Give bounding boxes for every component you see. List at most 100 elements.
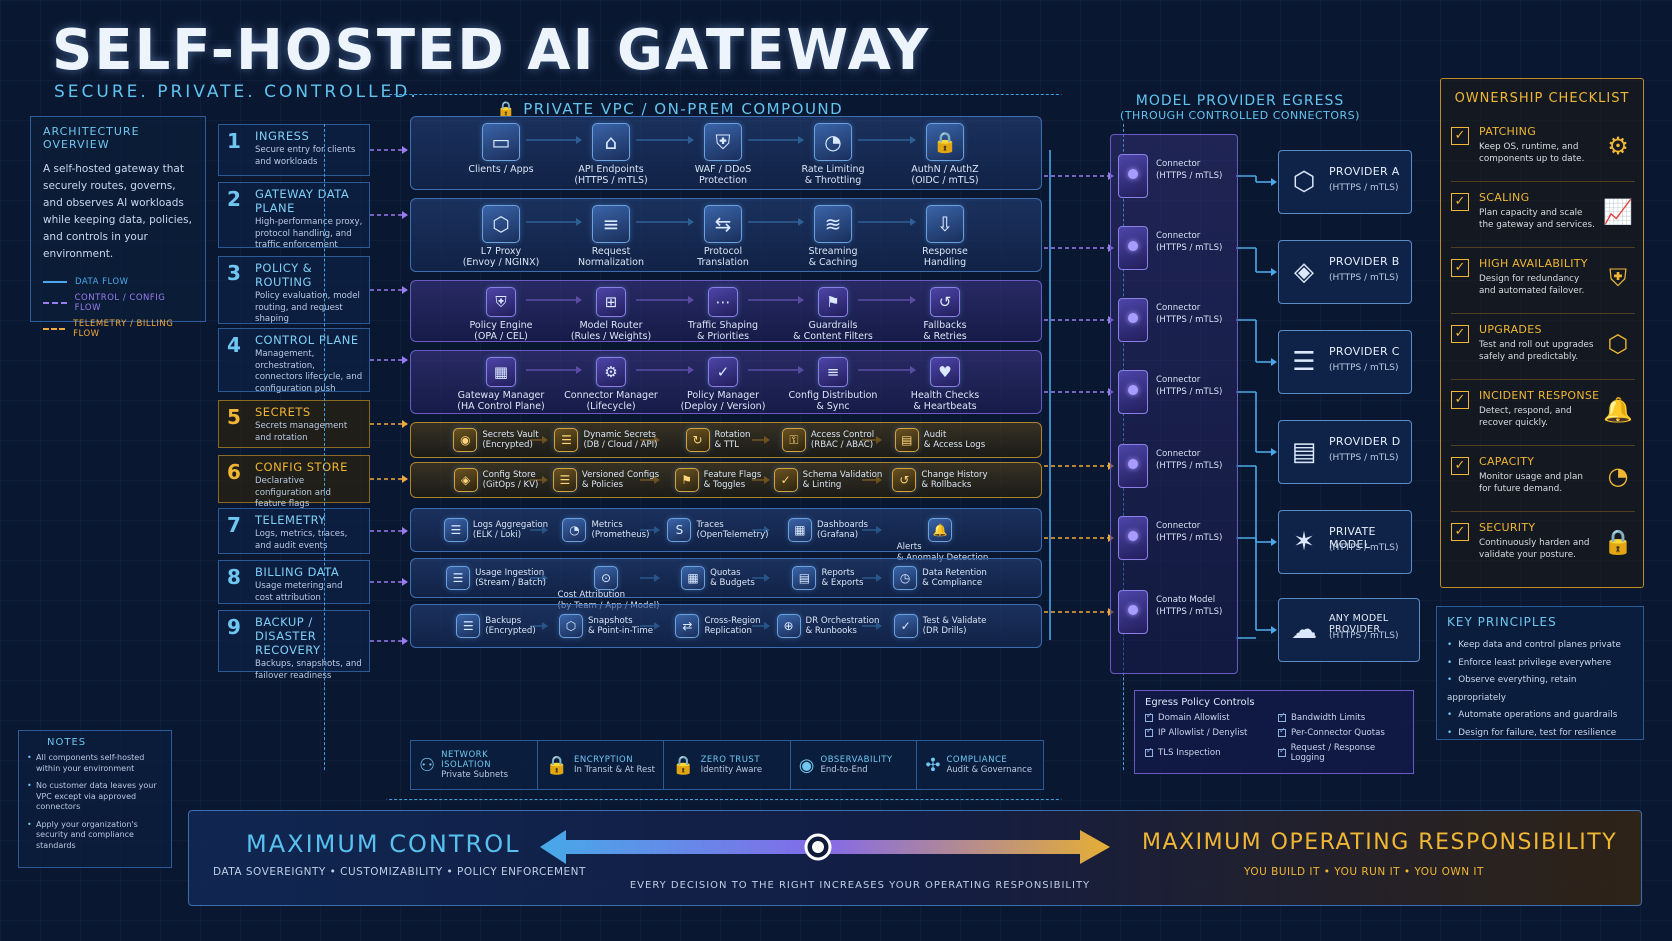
component-label-line2: (Lifecycle): [586, 401, 636, 412]
provider-card[interactable]: ▤PROVIDER D(HTTPS / mTLS): [1278, 420, 1412, 484]
component-label-line2: (Grafana): [816, 530, 859, 540]
checklist-item-description: Continuously harden and validate your po…: [1479, 538, 1590, 560]
component-label-line1: Schema Validation: [802, 469, 883, 480]
provider-card[interactable]: ☰PROVIDER C(HTTPS / mTLS): [1278, 330, 1412, 394]
component-label: Dynamic Secrets(DB / Cloud / API): [583, 430, 657, 451]
component-label-line1: Guardrails: [808, 320, 858, 331]
component-icon: ⚑: [674, 468, 699, 492]
banner-left-subtitle: DATA SOVEREIGNTY • CUSTOMIZABILITY • POL…: [213, 866, 586, 878]
component-icon: ✓: [708, 357, 738, 387]
checklist-item-icon: ⬡: [1607, 330, 1629, 358]
component-label-line1: Versioned Configs: [581, 469, 660, 480]
component-label-line2: & Policies: [581, 480, 624, 490]
banner-caption: EVERY DECISION TO THE RIGHT INCREASES YO…: [629, 880, 1091, 891]
provider-card[interactable]: ◈PROVIDER B(HTTPS / mTLS): [1278, 240, 1412, 304]
provider-protocol: (HTTPS / mTLS): [1329, 631, 1399, 641]
layer-link-arrowhead: [402, 637, 408, 645]
component-label-line1: Reports: [821, 567, 855, 578]
component-icon: ≋: [814, 205, 852, 243]
connector-label: Connector(HTTPS / mTLS): [1156, 448, 1222, 472]
component-label-line2: (DR Drills): [922, 626, 967, 636]
provider-card[interactable]: ⬡PROVIDER A(HTTPS / mTLS): [1278, 150, 1412, 214]
layer-row-7: ☰Logs Aggregation(ELK / Loki)◔Metrics(Pr…: [410, 508, 1042, 563]
component-label-line2: Normalization: [577, 257, 645, 268]
checklist-item-title: HIGH AVAILABILITY: [1479, 257, 1588, 270]
component-label: Feature Flags& Toggles: [704, 470, 762, 491]
overview-title: ARCHITECTURE OVERVIEW: [43, 125, 140, 151]
legend-item: DATA FLOW: [43, 277, 193, 287]
component-label: L7 Proxy(Envoy / NGINX): [451, 246, 551, 268]
banner-left-title: MAXIMUM CONTROL: [246, 830, 521, 858]
component-icon: ◷: [893, 566, 918, 590]
connector-icon: [1118, 516, 1148, 560]
component-label-line1: Streaming: [808, 246, 858, 257]
feature-subtitle: Identity Aware: [700, 765, 763, 775]
notes-list: All components self-hosted within your e…: [27, 753, 163, 851]
component-label-line1: Policy Engine: [469, 320, 533, 331]
checkbox-icon: [1278, 726, 1286, 737]
component-label-line2: (Deploy / Version): [680, 401, 766, 412]
layer-row-3: ⛨Policy Engine(OPA / CEL)⊞Model Router(R…: [410, 280, 1042, 342]
component-icon: ✓: [773, 468, 798, 492]
provider-card[interactable]: ✶PRIVATE MODEL(HTTPS / mTLS): [1278, 510, 1412, 574]
egress-policy-controls: Egress Policy Controls Domain AllowlistB…: [1134, 690, 1414, 774]
connector-label-line1: Connector: [1156, 521, 1201, 531]
checkbox-checked-icon: ✓: [1451, 391, 1469, 409]
component-node: 🔒AuthN / AuthZ(OIDC / mTLS): [895, 123, 995, 186]
component-label-line2: (OpenTelemetry): [696, 530, 769, 540]
component-icon: ⚑: [818, 287, 848, 317]
checklist-item-description: Test and roll out upgrades safely and pr…: [1479, 340, 1594, 362]
component-node: ⌂API Endpoints(HTTPS / mTLS): [561, 123, 661, 186]
component-icon: S: [667, 518, 692, 542]
component-label-line1: Feature Flags: [703, 469, 762, 480]
component-label-line2: Protection: [698, 175, 748, 186]
connector-label-line1: Connector: [1156, 231, 1201, 241]
provider-icon: ☁: [1291, 615, 1317, 645]
layer-title: CONTROL PLANE: [255, 333, 359, 347]
component-icon: ♥: [930, 357, 960, 387]
component-label-line1: Health Checks: [910, 390, 980, 401]
component-label-line2: & Throttling: [804, 175, 862, 186]
egress-policy-label: TLS Inspection: [1158, 748, 1221, 758]
legend-line: [43, 302, 67, 304]
component-label: Test & Validate(DR Drills): [923, 616, 987, 637]
component-label-line1: Rate Limiting: [801, 164, 865, 175]
component-label-line1: Cross-Region: [704, 615, 761, 626]
provider-card[interactable]: ☁ANY MODEL PROVIDER(HTTPS / mTLS): [1278, 598, 1420, 662]
egress-policy-item: Request / Response Logging: [1278, 743, 1403, 763]
component-label-line1: Fallbacks: [923, 320, 967, 331]
component-label: Metrics(Prometheus): [591, 520, 649, 541]
component-label-line1: Protocol: [703, 246, 743, 257]
component-label-line1: Usage Ingestion: [475, 567, 545, 578]
component-label-line1: DR Orchestration: [805, 615, 880, 626]
component-icon: ▭: [482, 123, 520, 161]
layer-title: BACKUP / DISASTER RECOVERY: [255, 615, 321, 657]
checklist-item-title: SCALING: [1479, 191, 1530, 204]
connector-icon: [1118, 444, 1148, 488]
component-label-line2: (OPA / CEL): [474, 331, 528, 342]
component-label-line1: Traffic Shaping: [687, 320, 759, 331]
egress-policy-grid: Domain AllowlistBandwidth LimitsIP Allow…: [1145, 711, 1403, 763]
component-label-line2: & Access Logs: [923, 440, 986, 450]
provider-link-arrowhead: [1271, 178, 1277, 186]
component-label-line2: (Rules / Weights): [570, 331, 652, 342]
checklist-item-description: Design for redundancy and automated fail…: [1479, 274, 1585, 296]
component-label-line1: Backups: [485, 615, 522, 626]
component-label-line1: Alerts: [896, 542, 922, 552]
component-label-line2: (GitOps / KV): [482, 480, 539, 490]
component-label-line2: Translation: [697, 257, 749, 268]
legend-label: TELEMETRY / BILLING FLOW: [73, 319, 174, 339]
layer-number: 9: [227, 615, 241, 639]
component-node: ⛨Policy Engine(OPA / CEL): [451, 287, 551, 342]
